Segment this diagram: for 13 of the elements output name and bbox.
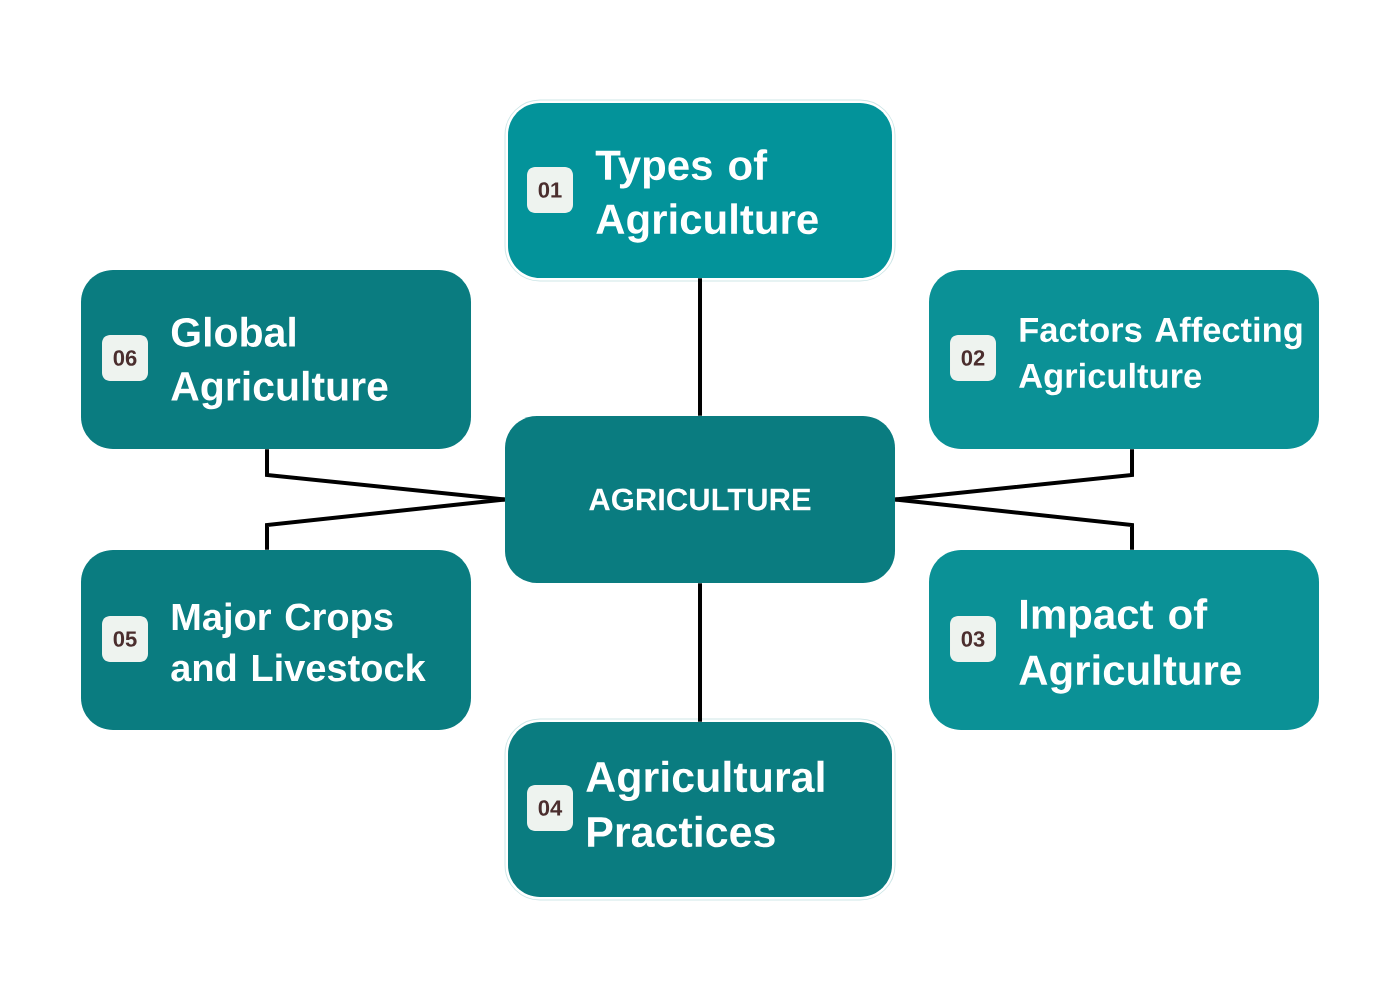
- number-badge: 05: [102, 616, 148, 662]
- number-badge: 04: [527, 785, 573, 831]
- number-badge: 06: [102, 335, 148, 381]
- central-box: AGRICULTURE: [505, 416, 895, 583]
- connector-line: [698, 583, 702, 722]
- connector-line: [698, 278, 702, 416]
- connector-line: [895, 449, 1134, 502]
- number-badge: 01: [527, 167, 573, 213]
- number-badge: 02: [950, 335, 996, 381]
- number-badge: 03: [950, 616, 996, 662]
- connector-line: [895, 497, 1134, 550]
- connector-line: [265, 497, 506, 550]
- connector-line: [265, 449, 505, 502]
